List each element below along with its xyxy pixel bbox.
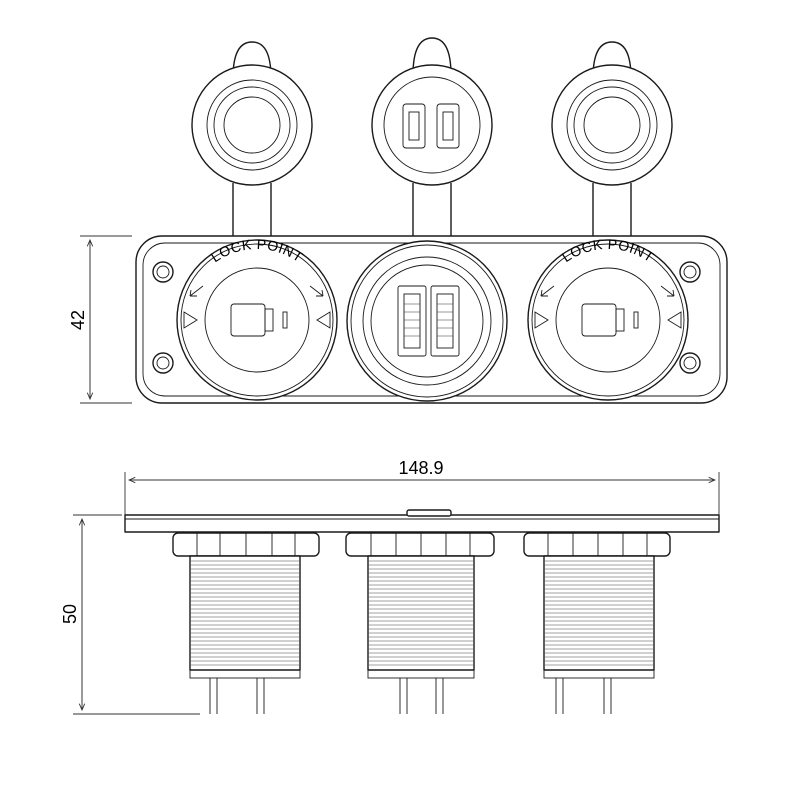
dimension-height-side: 50 [60,514,200,715]
side-view: 148.9 [60,458,720,715]
usb-port-right [430,285,460,357]
right-socket: LOCK POINT [527,236,689,401]
dimension-42-label: 42 [68,310,88,330]
usb-port-left [397,285,427,357]
mounting-holes [152,261,701,374]
left-cap [191,41,313,250]
side-plate [124,509,720,533]
dimension-50-label: 50 [60,604,80,624]
dimension-148-label: 148.9 [398,458,443,478]
dimension-width: 148.9 [124,458,720,515]
middle-cap [371,37,493,250]
thread-lines [191,560,653,666]
side-socket-middle [345,532,495,714]
side-socket-left [172,532,320,714]
left-socket: LOCK POINT [176,236,338,401]
usb-socket [346,240,508,402]
side-socket-right [523,532,671,714]
right-cap [551,41,673,250]
front-view: LOCK POINT [68,37,728,404]
dimension-height-front: 42 [68,235,132,404]
